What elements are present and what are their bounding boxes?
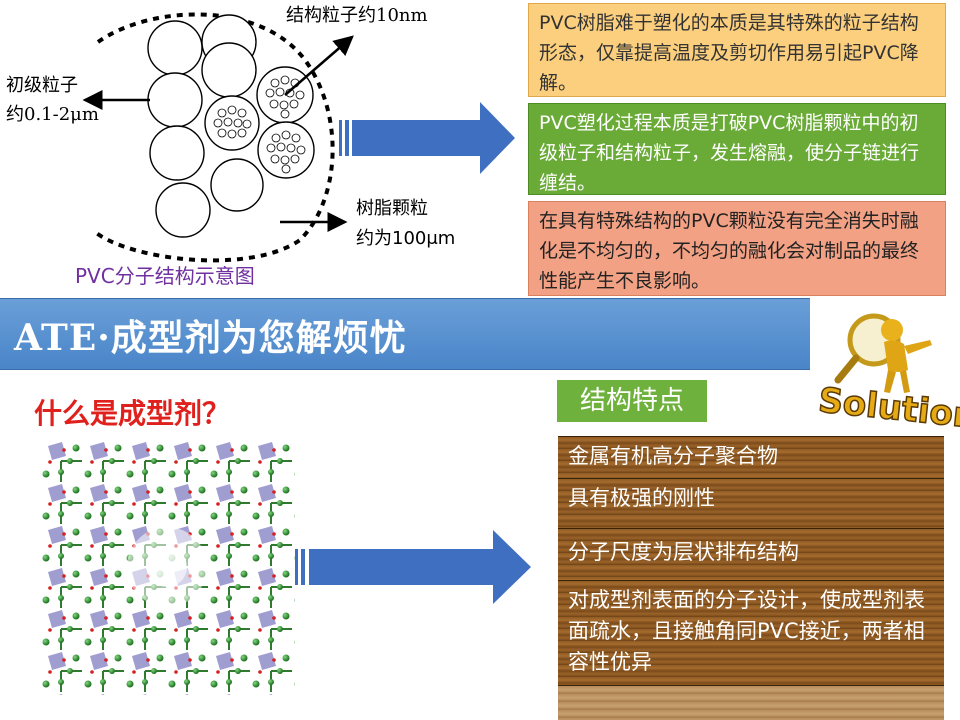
arrow-right-bottom: [295, 530, 531, 604]
feature-blank-row: [558, 685, 944, 720]
info-box-plasticizing: PVC塑化过程本质是打破PVC树脂颗粒中的初级粒子和结构粒子，发生熔融，使分子链…: [528, 103, 946, 195]
title-banner: ATE·成型剂为您解烦忧: [0, 298, 810, 370]
feature-item: 分子尺度为层状排布结构: [558, 528, 944, 580]
features-title: 结构特点: [557, 380, 707, 422]
info-box-difficulty: PVC树脂难于塑化的本质是其特殊的粒子结构形态，仅靠提高温度及剪切作用易引起PV…: [528, 3, 946, 97]
banner-title: ATE·成型剂为您解烦忧: [14, 317, 407, 359]
arrow-right-top: [339, 102, 515, 174]
solution-logo: Solution: [812, 300, 960, 438]
structural-pointer: [284, 35, 354, 96]
grain-boundary: [93, 12, 335, 263]
primary-particles: [147, 14, 264, 238]
pvc-structure-diagram: 结构粒子约10nm 初级粒子 约0.1-2μm 树脂颗粒 约为100μm PVC…: [0, 0, 520, 295]
label-grain-line2: 约为100μm: [356, 228, 456, 249]
label-primary-line2: 约0.1-2μm: [6, 104, 99, 125]
question-heading: 什么是成型剂？: [34, 397, 231, 430]
label-structural-particle: 结构粒子约10nm: [286, 5, 428, 26]
solution-figure-icon: Solution: [812, 300, 960, 438]
info-box-uneven-melting: 在具有特殊结构的PVC颗粒没有完全消失时融化是不均匀的，不均匀的融化会对制品的最…: [528, 201, 946, 296]
label-primary-line1: 初级粒子: [6, 75, 78, 96]
mof-lattice-svg: [40, 440, 295, 695]
feature-item: 具有极强的刚性: [558, 478, 944, 528]
mof-structure-image: [40, 440, 295, 695]
feature-item: 对成型剂表面的分子设计，使成型剂表面疏水，且接触角同PVC接近，两者相容性优异: [558, 580, 944, 685]
label-grain-line1: 树脂颗粒: [356, 198, 428, 219]
pvc-particle-svg: [82, 12, 515, 263]
feature-item: 金属有机高分子聚合物: [558, 436, 944, 478]
diagram-caption: PVC分子结构示意图: [75, 264, 255, 288]
